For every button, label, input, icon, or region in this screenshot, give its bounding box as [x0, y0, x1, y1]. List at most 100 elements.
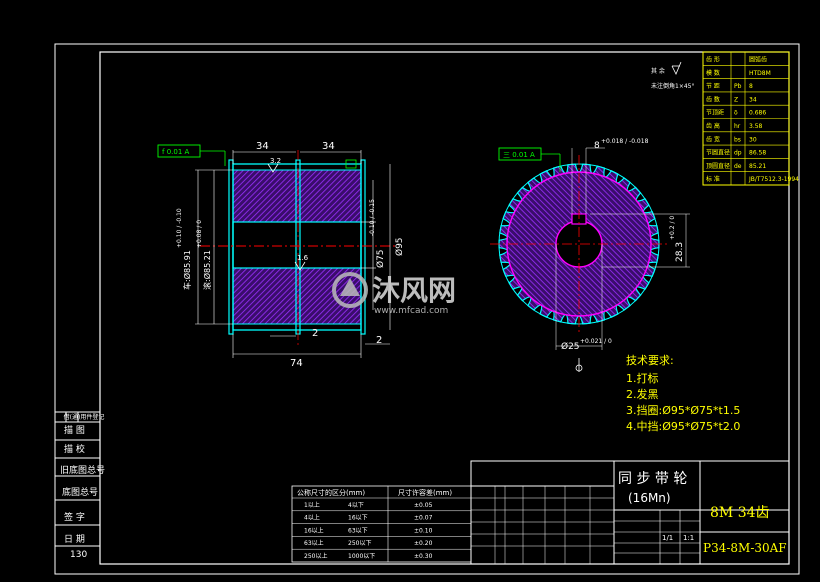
- tol-to: 16以下: [348, 515, 368, 522]
- spec-value: 3.58: [749, 123, 763, 130]
- front-view: 34 34 3.2 1.6 74 2 2 Ø75 -0.10 / -0.15 Ø…: [157, 141, 405, 369]
- left-strip-row-1: 描 图: [64, 424, 85, 436]
- spec-name: 齿 高: [706, 122, 720, 130]
- watermark-url: www.mfcad.com: [374, 306, 448, 316]
- left-strip-row-2: 描 校: [64, 443, 85, 455]
- spec-name: 节顶距: [706, 109, 724, 117]
- tol-from: 16以上: [304, 526, 324, 534]
- title-name: 同 步 带 轮: [618, 471, 687, 487]
- spec-code: δ: [734, 110, 738, 117]
- watermark-cn: 沐风网: [372, 274, 456, 307]
- spec-value: 34: [749, 96, 757, 103]
- spec-name: 齿 数: [706, 95, 720, 103]
- roughness-note: 其 余 未注倒角1×45°: [651, 61, 694, 90]
- dim-left1: 车:Ø85.91: [182, 250, 192, 290]
- spec-name: 顶圆直径: [706, 162, 730, 170]
- outer-frame: [54, 43, 800, 575]
- title-code: P34-8M-30AF: [703, 541, 787, 555]
- tech-item-3: 3.挡圈:Ø95*Ø75*t1.5: [626, 403, 740, 417]
- spec-code: hr: [734, 123, 741, 130]
- spec-value: JB/T7512.3-1994: [748, 176, 799, 183]
- dim-rough-mid: 1.6: [297, 254, 309, 262]
- roughness-label: 其 余: [651, 67, 665, 75]
- spec-code: Pb: [734, 83, 742, 90]
- tol-from: 63以上: [304, 539, 324, 547]
- spec-code: Z: [734, 96, 738, 103]
- side-view: 8 +0.018 / -0.018 28.3 +0.2 / 0 Ø25 +0.0…: [490, 138, 690, 372]
- tol-value: ±0.05: [414, 502, 433, 509]
- dim-key: 8: [594, 141, 600, 151]
- tol-value: ±0.07: [414, 515, 433, 522]
- spec-value: 86.58: [749, 150, 766, 157]
- left-strip-header: 借(通)用件登记: [64, 413, 105, 421]
- dim-keyh-tol: +0.2 / 0: [669, 216, 676, 240]
- dim-top-right: 34: [322, 141, 335, 152]
- tol-from: 4以上: [304, 514, 320, 522]
- tol-from: 1以上: [304, 501, 320, 509]
- tol-header-1: 公称尺寸的区分(mm): [297, 488, 365, 497]
- left-strip-row-5: 签 字: [64, 511, 85, 523]
- watermark: 沐风网 www.mfcad.com: [332, 272, 456, 316]
- tol-from: 250以上: [304, 552, 327, 560]
- title-scale: 1:1: [683, 534, 694, 542]
- spec-name: 节圆直径: [706, 149, 730, 157]
- tol-value: ±0.10: [414, 527, 433, 534]
- spec-name: 齿 宽: [706, 135, 720, 143]
- dim-two-left: 2: [312, 328, 318, 339]
- title-spec: 8M 34齿: [710, 505, 770, 521]
- dim-top-left: 34: [256, 141, 269, 152]
- title-sheets: 1/1: [662, 534, 673, 542]
- dim-bore-tol: +0.021 / 0: [580, 338, 612, 345]
- spec-name: 模 数: [706, 69, 720, 77]
- dim-rough-top: 3.2: [270, 157, 281, 165]
- spec-code: dp: [734, 150, 742, 157]
- tol-header-2: 尺寸许容差(mm): [398, 488, 452, 497]
- spec-code: bs: [734, 136, 741, 143]
- dim-two-right: 2: [376, 335, 382, 346]
- tech-item-2: 2.发黑: [626, 387, 659, 401]
- dim-left2: 滚:Ø85.21: [202, 250, 212, 290]
- title-block: 同 步 带 轮 (16Mn) 8M 34齿 P34-8M-30AF 1/1 1:…: [470, 460, 790, 565]
- dim-left1-tol: +0.10 / -0.10: [176, 208, 183, 248]
- tol-value: ±0.20: [414, 540, 433, 547]
- tol-to: 1000以下: [348, 553, 375, 560]
- dim-d95: Ø95: [394, 237, 405, 256]
- tech-item-4: 4.中挡:Ø95*Ø75*t2.0: [626, 419, 740, 433]
- spec-value: HTD8M: [749, 70, 771, 77]
- tech-requirements: 技术要求: 1.打标 2.发黑 3.挡圈:Ø95*Ø75*t1.5 4.中挡:Ø…: [626, 354, 740, 433]
- dim-left2-tol: +0.08 / 0: [196, 220, 203, 248]
- gdt-front: f 0.01 A: [162, 148, 190, 156]
- spec-name: 标 准: [706, 175, 720, 183]
- tech-item-1: 1.打标: [626, 371, 659, 385]
- tol-value: ±0.30: [414, 553, 433, 560]
- spec-value: 0.686: [749, 110, 766, 117]
- tech-title: 技术要求:: [626, 354, 674, 367]
- spec-name: 节 距: [706, 82, 720, 90]
- spec-value: 圆弧齿: [749, 56, 767, 64]
- hatch-upper: [233, 170, 361, 222]
- title-material: (16Mn): [628, 491, 671, 505]
- spec-name: 齿 形: [706, 56, 720, 64]
- dim-d75: Ø75: [375, 249, 386, 268]
- tol-to: 63以下: [348, 527, 368, 534]
- dim-key-tol: +0.018 / -0.018: [601, 138, 649, 145]
- spec-value: 30: [749, 136, 757, 143]
- spec-code: de: [734, 163, 742, 170]
- spec-value: 85.21: [749, 163, 766, 170]
- dim-keyh: 28.3: [675, 242, 685, 262]
- gdt-side: 三 0.01 A: [503, 151, 535, 159]
- inner-frame: [99, 51, 790, 565]
- dim-bore: Ø25: [561, 341, 580, 352]
- tol-to: 250以下: [348, 540, 371, 547]
- left-strip: 借(通)用件登记 描 图 描 校 旧底图总号 底图总号 签 字 日 期 130: [55, 411, 105, 560]
- spec-value: 8: [749, 83, 753, 90]
- revision-grid: [471, 486, 614, 564]
- left-strip-row-6: 日 期: [64, 534, 85, 545]
- dim-bottom: 74: [290, 358, 303, 369]
- chamfer-note: 未注倒角1×45°: [651, 82, 694, 90]
- left-strip-row-3: 旧底图总号: [60, 464, 105, 476]
- left-strip-row-4: 底图总号: [62, 486, 98, 498]
